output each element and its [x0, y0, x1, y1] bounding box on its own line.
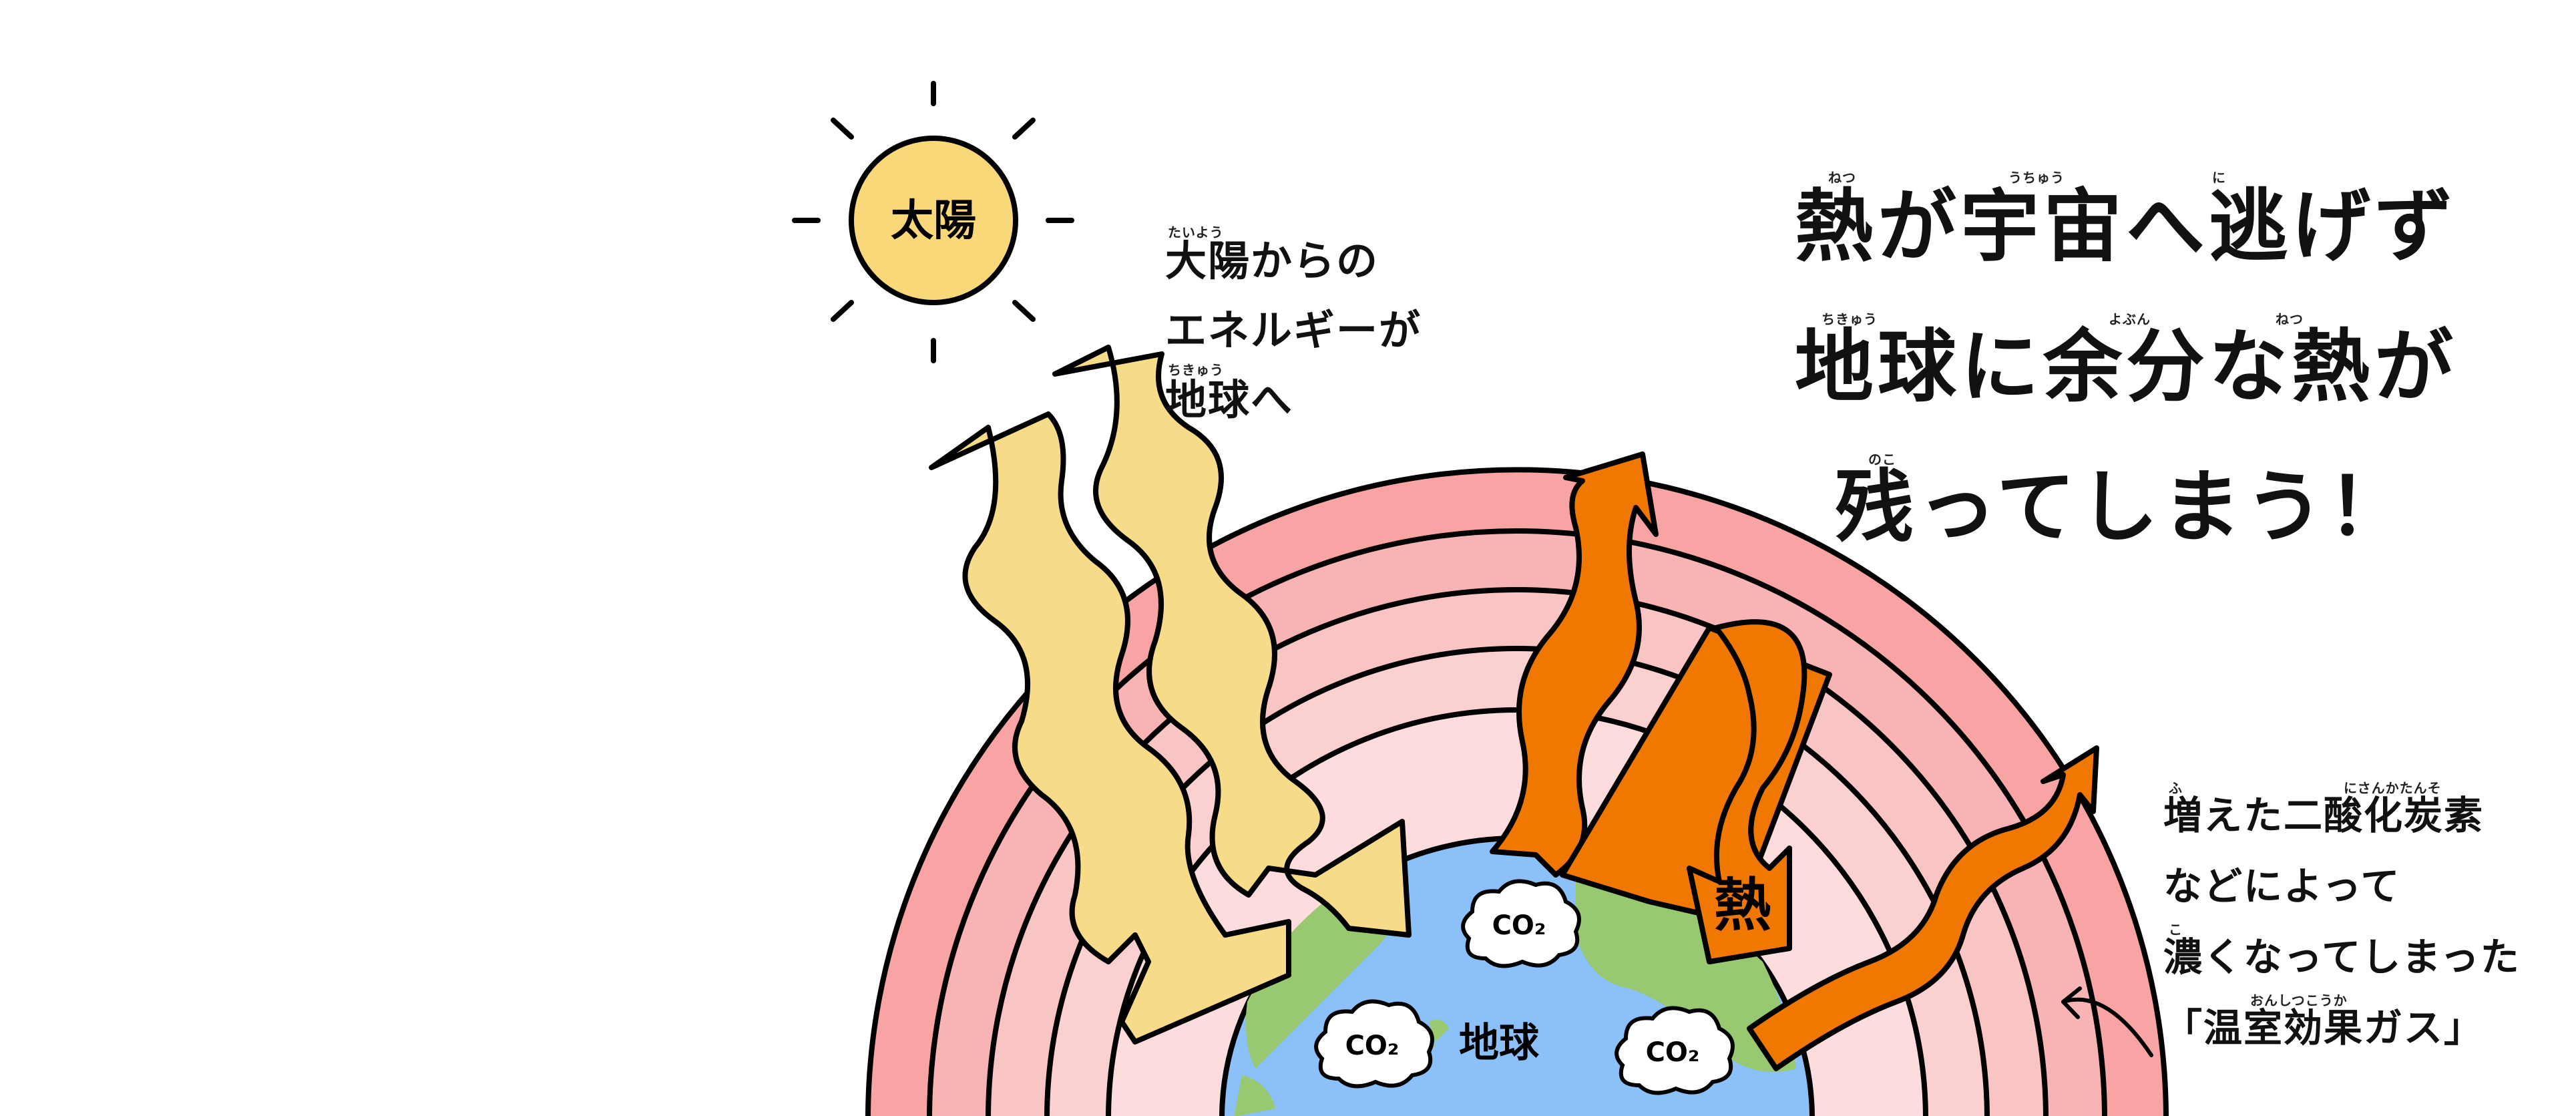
ruby-yobun: よぶん	[2109, 311, 2151, 327]
ruby-uchuu: うちゅう	[2008, 170, 2065, 186]
ghg-caption-line: 増えた二酸化炭素	[2163, 793, 2485, 838]
ruby-chikyuu: ちきゅう	[1821, 311, 1878, 327]
co2-cloud: CO₂	[1461, 879, 1581, 968]
heat-label: 熱	[1714, 872, 1771, 939]
ghg-pointer	[2061, 986, 2153, 1057]
ruby-ni: に	[2212, 170, 2226, 186]
sun: 太陽	[792, 81, 1074, 363]
ghg-caption-line: などによって	[2163, 864, 2401, 909]
ruby-chikyuu: ちきゅう	[1168, 362, 1224, 378]
heat-escape-arrow-right	[1747, 745, 2099, 1071]
co2-label: CO₂	[1492, 910, 1546, 941]
heat-arrows: 熱	[1490, 451, 2099, 1071]
ghg-caption-line: 「温室効果ガス」	[2163, 1005, 2485, 1051]
ruby-taiyou: たいよう	[1168, 224, 1224, 240]
ruby-ko: こ	[2169, 922, 2183, 938]
ruby-noko: のこ	[1868, 451, 1896, 468]
headline-line: 熱が宇宙へ逃げず	[1795, 180, 2458, 272]
headline-line: 地球に余分な熱が	[1795, 321, 2458, 413]
ruby-netsu: ねつ	[1828, 170, 1856, 186]
solar-arrow-right	[1052, 345, 1412, 938]
energy-caption-line: 地球へ	[1165, 375, 1294, 424]
sun-rays	[792, 81, 1074, 363]
greenhouse-gas-caption: ふ にさんかたんそ 増えた二酸化炭素 などによって こ 濃くなってしまった おん…	[2163, 780, 2521, 1079]
solar-arrow-left	[929, 411, 1291, 1045]
co2-label: CO₂	[1345, 1031, 1400, 1061]
co2-clouds: CO₂ CO₂ CO₂	[1314, 879, 1735, 1095]
heat-trapped-arrow-return	[1687, 619, 1807, 964]
co2-cloud: CO₂	[1615, 1006, 1735, 1095]
co2-label: CO₂	[1646, 1037, 1700, 1068]
sun-disc	[849, 136, 1018, 305]
co2-cloud: CO₂	[1314, 999, 1434, 1089]
headline-line: 残ってしまう！	[1835, 461, 2411, 553]
earth-label: 地球	[1459, 1020, 1540, 1067]
ruby-netsu: ねつ	[2276, 311, 2304, 327]
ghg-caption-line: 濃くなってしまった	[2163, 934, 2521, 980]
energy-caption: たいよう 大陽からの エネルギーが ちきゅう 地球へ	[1165, 224, 1422, 449]
ruby-onshitsukouka: おんしつこうか	[2250, 992, 2348, 1008]
solar-energy-arrows	[929, 345, 1412, 1045]
energy-caption-line: 大陽からの	[1165, 236, 1379, 285]
ruby-nisankatanso: にさんかたんそ	[2344, 780, 2442, 796]
heat-escape-arrow	[1490, 451, 1659, 878]
sun-label: 太陽	[891, 196, 976, 246]
energy-caption-line: エネルギーが	[1165, 306, 1422, 355]
ruby-fu: ふ	[2169, 780, 2183, 796]
